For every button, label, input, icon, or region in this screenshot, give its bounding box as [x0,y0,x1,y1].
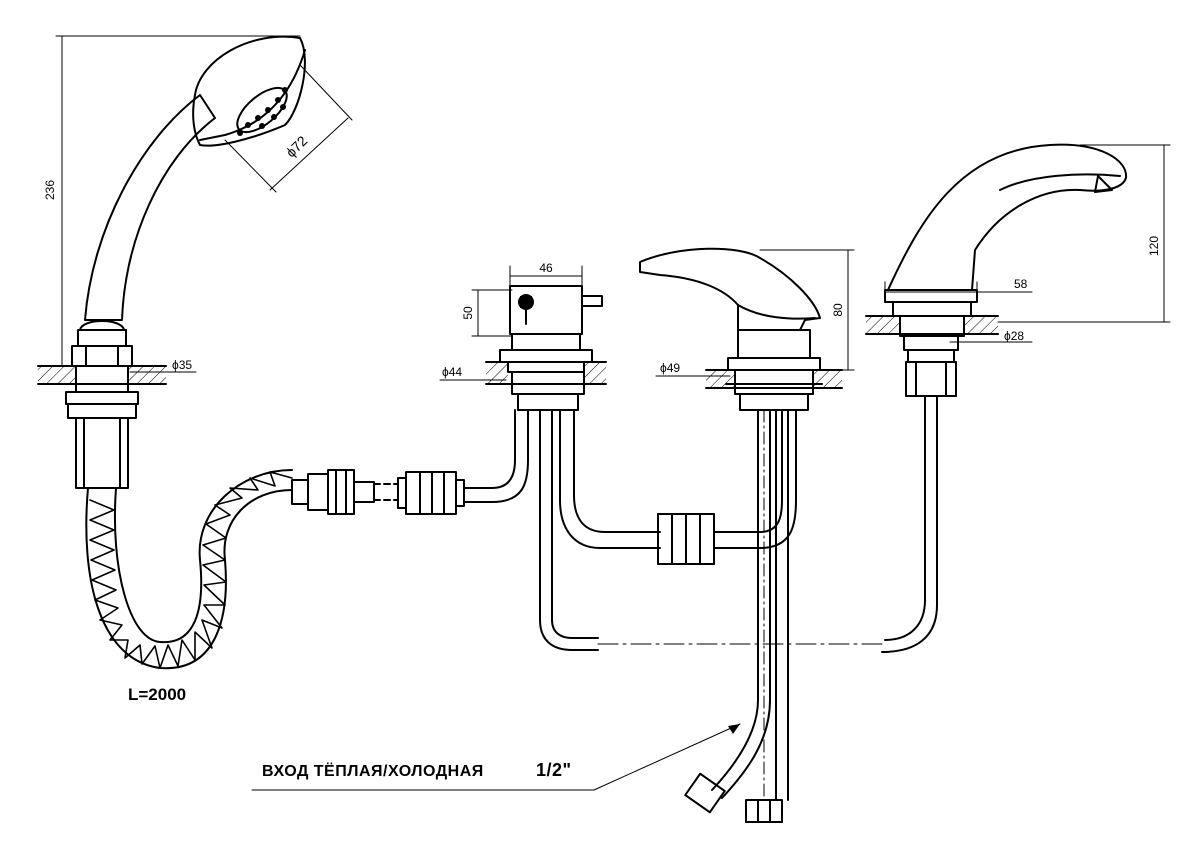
diverter-valve [499,285,603,411]
dim-mixer-hole: ϕ49 [660,361,680,375]
dim-shower-hole: ϕ35 [172,358,192,372]
dim-diverter-hole: ϕ44 [442,365,462,379]
inlet-size-label: 1/2" [536,760,572,780]
dimension-lines [55,35,1171,791]
dim-shower-height: 236 [43,180,57,200]
dim-spout-hole: ϕ28 [1004,329,1024,343]
inlet-hoses [684,409,789,823]
hand-shower [65,35,306,489]
inlet-label: ВХОД ТЁПЛАЯ/ХОЛОДНАЯ [262,762,484,780]
flexible-hose [85,469,293,670]
hose-connectors [291,409,529,515]
dim-spout-height: 120 [1147,236,1161,256]
dim-spout-reach: 58 [1014,277,1028,291]
hose-length-label: L=2000 [128,685,186,704]
dim-mixer-height: 80 [831,303,845,317]
spout [881,143,1128,653]
dim-diverter-height: 50 [461,306,475,320]
diverter-pipes [539,409,797,651]
dim-diverter-width: 46 [539,261,553,275]
